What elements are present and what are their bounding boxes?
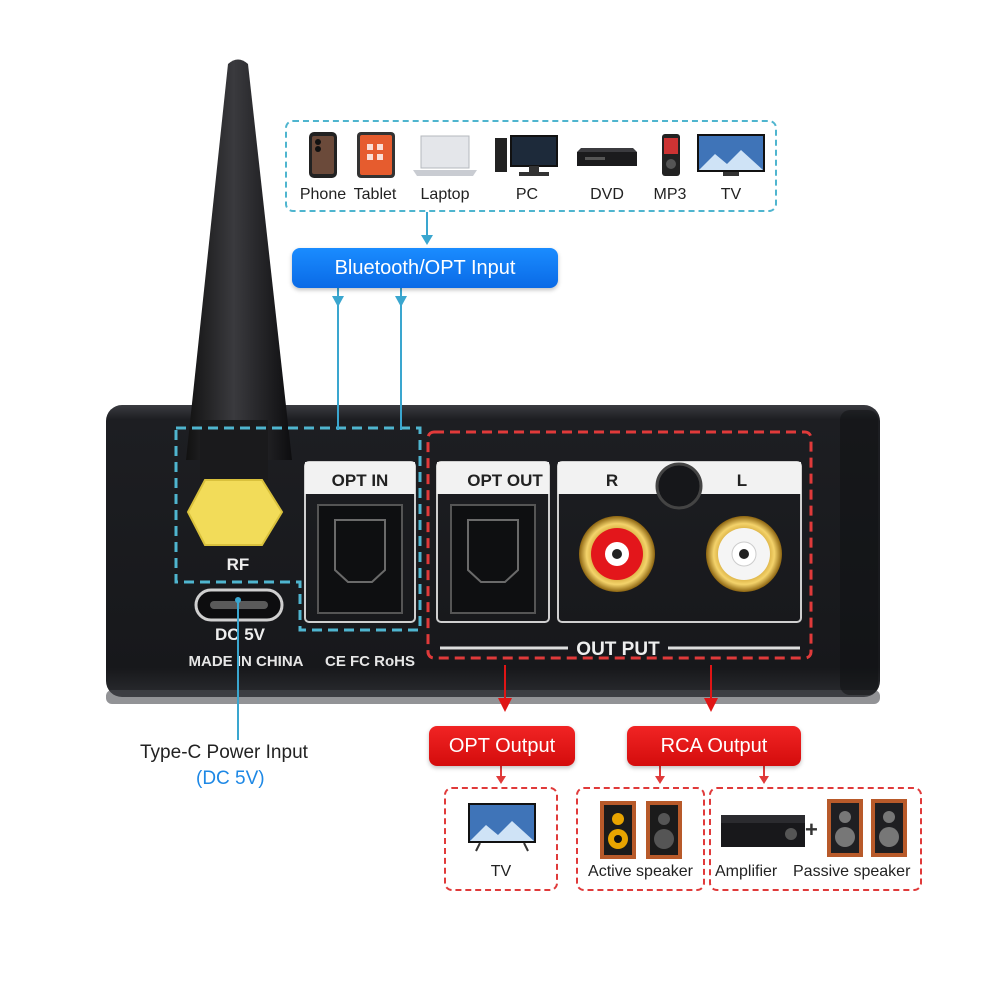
source-label: Phone: [299, 186, 347, 203]
opt-in-port: [317, 504, 403, 614]
rf-connector: [186, 479, 284, 546]
bluetooth-opt-input-label: Bluetooth/OPT Input: [292, 248, 558, 288]
rca-jack-left-pin: [739, 549, 749, 559]
amplifier-icon: [721, 815, 805, 847]
device-base: [106, 690, 880, 704]
rca-left-label: L: [737, 471, 747, 490]
active-speaker-arrow: [655, 776, 665, 784]
active-speaker-icon: [600, 801, 682, 859]
source-label: Tablet: [353, 186, 397, 203]
type-c-power-label: Type-C Power Input: [140, 742, 308, 763]
source-label: TV: [720, 186, 742, 203]
opt-output-arrow: [496, 776, 506, 784]
tablet-icon: [357, 132, 395, 178]
bt-arrow-2: [395, 296, 407, 307]
made-in-label: MADE IN CHINA: [189, 653, 304, 670]
source-arrow: [421, 235, 433, 245]
rf-label: RF: [227, 555, 250, 574]
output-region-outline: [426, 430, 813, 660]
output-label: Active speaker: [588, 863, 693, 880]
output-active-speaker-box: Active speaker: [576, 787, 705, 891]
opt-out-port: [450, 504, 536, 614]
source-devices-panel: Phone Tablet Laptop: [285, 120, 777, 212]
output-label: Amplifier: [715, 863, 778, 880]
source-label: MP3: [653, 186, 687, 203]
output-amplifier-passive-box: + Amplifier Passive speaker: [709, 787, 922, 891]
rca-right-label: R: [606, 471, 618, 490]
output-label: TV: [490, 863, 512, 880]
dc-label: DC 5V: [215, 625, 266, 644]
opt-out-slot: [467, 519, 519, 583]
output-label: Passive speaker: [793, 863, 911, 880]
plus-sign: +: [805, 817, 818, 842]
source-tv: TV: [693, 130, 769, 210]
tv-icon: [468, 803, 536, 852]
laptop-icon: [413, 135, 477, 176]
input-region-outline: [174, 426, 422, 632]
mp3-player-icon: [662, 134, 680, 176]
source-tablet: Tablet: [347, 130, 403, 210]
source-label: DVD: [590, 186, 624, 203]
rca-arrow: [704, 698, 718, 712]
dvd-player-icon: [577, 148, 637, 166]
antenna: [186, 59, 292, 460]
output-label: OUT PUT: [576, 639, 660, 660]
rca-knob: [655, 462, 703, 510]
source-laptop: Laptop: [407, 130, 483, 210]
opt-out-arrow: [498, 698, 512, 712]
opt-out-header: [437, 462, 549, 494]
tv-icon: [697, 134, 765, 176]
opt-in-header: [305, 462, 415, 494]
source-mp3: MP3: [645, 130, 695, 210]
certification-label: CE FC RoHS: [325, 653, 415, 670]
type-c-power-sublabel: (DC 5V): [196, 768, 265, 789]
amplifier-passive-speaker-icons: [721, 799, 907, 857]
pc-icon: [495, 135, 558, 176]
antenna-base: [200, 420, 268, 480]
device-side: [840, 410, 878, 695]
source-phone: Phone: [295, 130, 351, 210]
source-label: PC: [515, 186, 539, 203]
rca-output-label: RCA Output: [627, 726, 801, 766]
opt-out-label: OPT OUT: [467, 471, 543, 490]
rca-jack-right-pin: [612, 549, 622, 559]
output-tv-box: TV: [444, 787, 558, 891]
bt-arrow-1: [332, 296, 344, 307]
passive-speaker-icon: [827, 799, 907, 857]
opt-output-label: OPT Output: [429, 726, 575, 766]
opt-in-slot: [334, 519, 386, 583]
source-dvd: DVD: [571, 130, 643, 210]
source-label: Laptop: [420, 186, 470, 203]
phone-icon: [309, 132, 337, 178]
opt-in-label: OPT IN: [332, 471, 389, 490]
passive-output-arrow: [759, 776, 769, 784]
source-pc: PC: [491, 130, 563, 210]
